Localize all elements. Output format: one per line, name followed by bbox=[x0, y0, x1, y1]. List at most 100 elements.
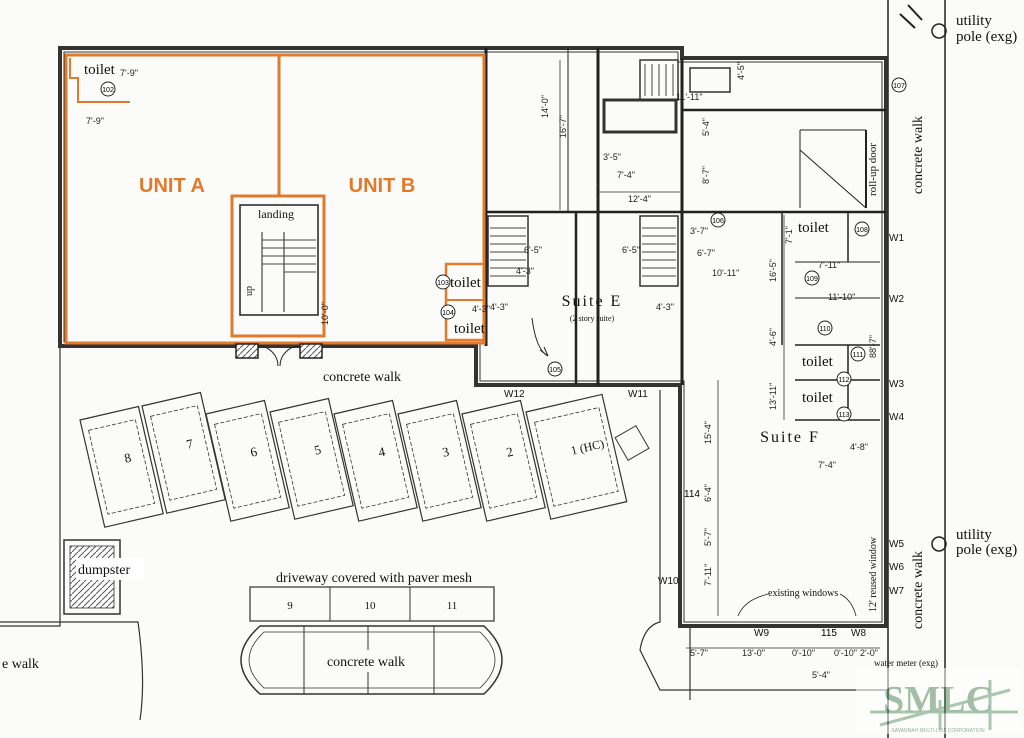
door-tag: 108 bbox=[856, 227, 868, 234]
walk-left-label: e walk bbox=[2, 657, 39, 672]
dimension: 7'-4" bbox=[818, 460, 836, 470]
suite-e-label: Suite E bbox=[562, 293, 623, 310]
dimension: 11'-10" bbox=[828, 292, 855, 302]
dimension: 4'-8" bbox=[850, 442, 868, 452]
dumpster-label: dumpster bbox=[78, 563, 130, 578]
utility-label-bottom: utility bbox=[956, 527, 992, 543]
window-tag: W1 bbox=[889, 233, 904, 244]
parking-stall-number: 6 bbox=[249, 444, 259, 460]
dimension: 15'-4" bbox=[703, 421, 713, 444]
unit-a-label: UNIT A bbox=[139, 175, 205, 197]
parking-stall-number: 3 bbox=[441, 444, 451, 460]
dimension-lines bbox=[559, 60, 880, 649]
driveway-parking: driveway covered with paver mesh 9 10 11 bbox=[249, 571, 495, 622]
concrete-walk-island: concrete walk bbox=[240, 625, 503, 695]
unit-a-b-outline bbox=[64, 53, 486, 345]
dimension: 7'-4" bbox=[617, 170, 635, 180]
parking-stall-number: 11 bbox=[447, 600, 458, 612]
dimension: 12'-4" bbox=[628, 194, 651, 204]
stair-up-label: up bbox=[244, 286, 255, 296]
dimension: 11'-11" bbox=[676, 92, 703, 102]
concrete-walk-label: concrete walk bbox=[323, 370, 401, 385]
window-tags: W1 W2 W3 W4 W5 W6 W7 W8 W9 W10 W11 W12 bbox=[504, 233, 904, 639]
dimension: 3'-5" bbox=[603, 152, 621, 162]
door-tag: 106 bbox=[712, 218, 724, 225]
dimension: 5'-7" bbox=[690, 648, 708, 658]
utility-pole-bottom: utility pole (exg) bbox=[931, 527, 1017, 558]
suite-f-label: Suite F bbox=[760, 429, 820, 446]
window-tag: W11 bbox=[628, 389, 648, 400]
door-tag: 109 bbox=[806, 276, 818, 283]
driveway-label: driveway covered with paver mesh bbox=[276, 571, 472, 586]
door-tag: 111 bbox=[853, 352, 864, 359]
dimension: 0'-10" bbox=[792, 648, 815, 658]
parking-stall-number: 8 bbox=[123, 450, 133, 466]
dimension: 6'-7" bbox=[697, 248, 715, 258]
toilet-label-113: toilet bbox=[802, 390, 834, 406]
landing-label: landing bbox=[258, 207, 294, 221]
reused-window-label: 12' reused window bbox=[868, 536, 879, 612]
dimension: 7'-11" bbox=[703, 564, 713, 586]
toilet-label-103: toilet bbox=[450, 275, 482, 291]
toilet-label-104: toilet bbox=[454, 321, 486, 337]
concrete-walk-island-label: concrete walk bbox=[327, 655, 405, 670]
window-tag: W6 bbox=[889, 562, 904, 573]
dimension: 7'-9" bbox=[120, 68, 138, 78]
door-tags: 102 103 104 105 106 107 108 109 110 111 … bbox=[100, 77, 907, 639]
dimension: 3'-7" bbox=[690, 226, 708, 236]
logo-text: SMLC bbox=[883, 679, 993, 721]
dimension: 10'-11" bbox=[712, 268, 739, 278]
dimension: 2'-0" bbox=[860, 648, 878, 658]
dimension: 4'-3" bbox=[656, 302, 674, 312]
parking-stalls: 8 7 6 5 4 3 2 bbox=[79, 391, 650, 528]
door-tag: 112 bbox=[838, 377, 849, 384]
dimension: 4'-3" bbox=[516, 266, 534, 276]
pole-label-top: pole (exg) bbox=[956, 29, 1017, 45]
dimension: 5'-4" bbox=[701, 118, 711, 136]
window-tag: W4 bbox=[889, 412, 904, 423]
dimension: 16'-5" bbox=[768, 259, 778, 282]
dimension: 4'-5" bbox=[736, 62, 746, 80]
dimension: 16'-7" bbox=[558, 115, 568, 138]
dimension: 7'-1" bbox=[784, 226, 794, 244]
smlc-logo: SMLC SAVANNAH MULTI-LIST CORPORATION bbox=[856, 668, 1020, 734]
dimension: 7'-11" bbox=[818, 260, 840, 270]
parking-stall-number: 2 bbox=[505, 444, 515, 460]
utility-pole-top: utility pole (exg) bbox=[931, 13, 1017, 45]
dimension: 6'-4" bbox=[703, 484, 713, 502]
dimension: 88'-7" bbox=[868, 335, 878, 358]
window-tag: W2 bbox=[889, 294, 904, 305]
window-tag: W10 bbox=[658, 576, 679, 587]
pole-label-bottom: pole (exg) bbox=[956, 542, 1017, 558]
window-tag: W9 bbox=[754, 628, 769, 639]
window-tag: W3 bbox=[889, 379, 904, 390]
concrete-walk-right-top: concrete walk bbox=[911, 116, 926, 194]
site-outline bbox=[0, 346, 886, 721]
parking-stall-number: 7 bbox=[185, 436, 195, 452]
parking-stall-number: 4 bbox=[377, 444, 387, 460]
unit-b-label: UNIT B bbox=[349, 175, 416, 197]
dimension: 4'-3" bbox=[490, 302, 508, 312]
door-tag: 107 bbox=[893, 83, 905, 90]
window-tag: W7 bbox=[889, 586, 904, 597]
door-tag: 102 bbox=[102, 87, 114, 94]
window-tag: W12 bbox=[504, 389, 525, 400]
dimension: 5'-4" bbox=[812, 670, 830, 680]
door-tag: 104 bbox=[442, 310, 454, 317]
concrete-walk-right-bottom: concrete walk bbox=[911, 551, 926, 629]
central-stair: landing up bbox=[235, 204, 323, 367]
suite-e-note: (2 story suite) bbox=[570, 314, 615, 323]
door-tag: 113 bbox=[838, 412, 849, 419]
dimensions: 7'-9" 7'-9" 14'-0" 16'-7" 3'-5" 7'-4" 12… bbox=[86, 62, 878, 680]
window-tag: W5 bbox=[889, 539, 904, 550]
dimension: 10'-0" bbox=[320, 302, 330, 325]
dimension: 8'-7" bbox=[701, 166, 711, 184]
dimension: 13'-0" bbox=[742, 648, 765, 658]
existing-windows-label: existing windows bbox=[768, 588, 838, 599]
water-meter-label: water meter (exg) bbox=[874, 658, 938, 668]
dimension: 13'-11" bbox=[768, 383, 778, 410]
dimension: 4'-6" bbox=[768, 328, 778, 346]
toilet-label-unit-a: toilet bbox=[84, 62, 116, 78]
stair-treads bbox=[490, 64, 676, 277]
toilet-label-108: toilet bbox=[798, 220, 830, 236]
